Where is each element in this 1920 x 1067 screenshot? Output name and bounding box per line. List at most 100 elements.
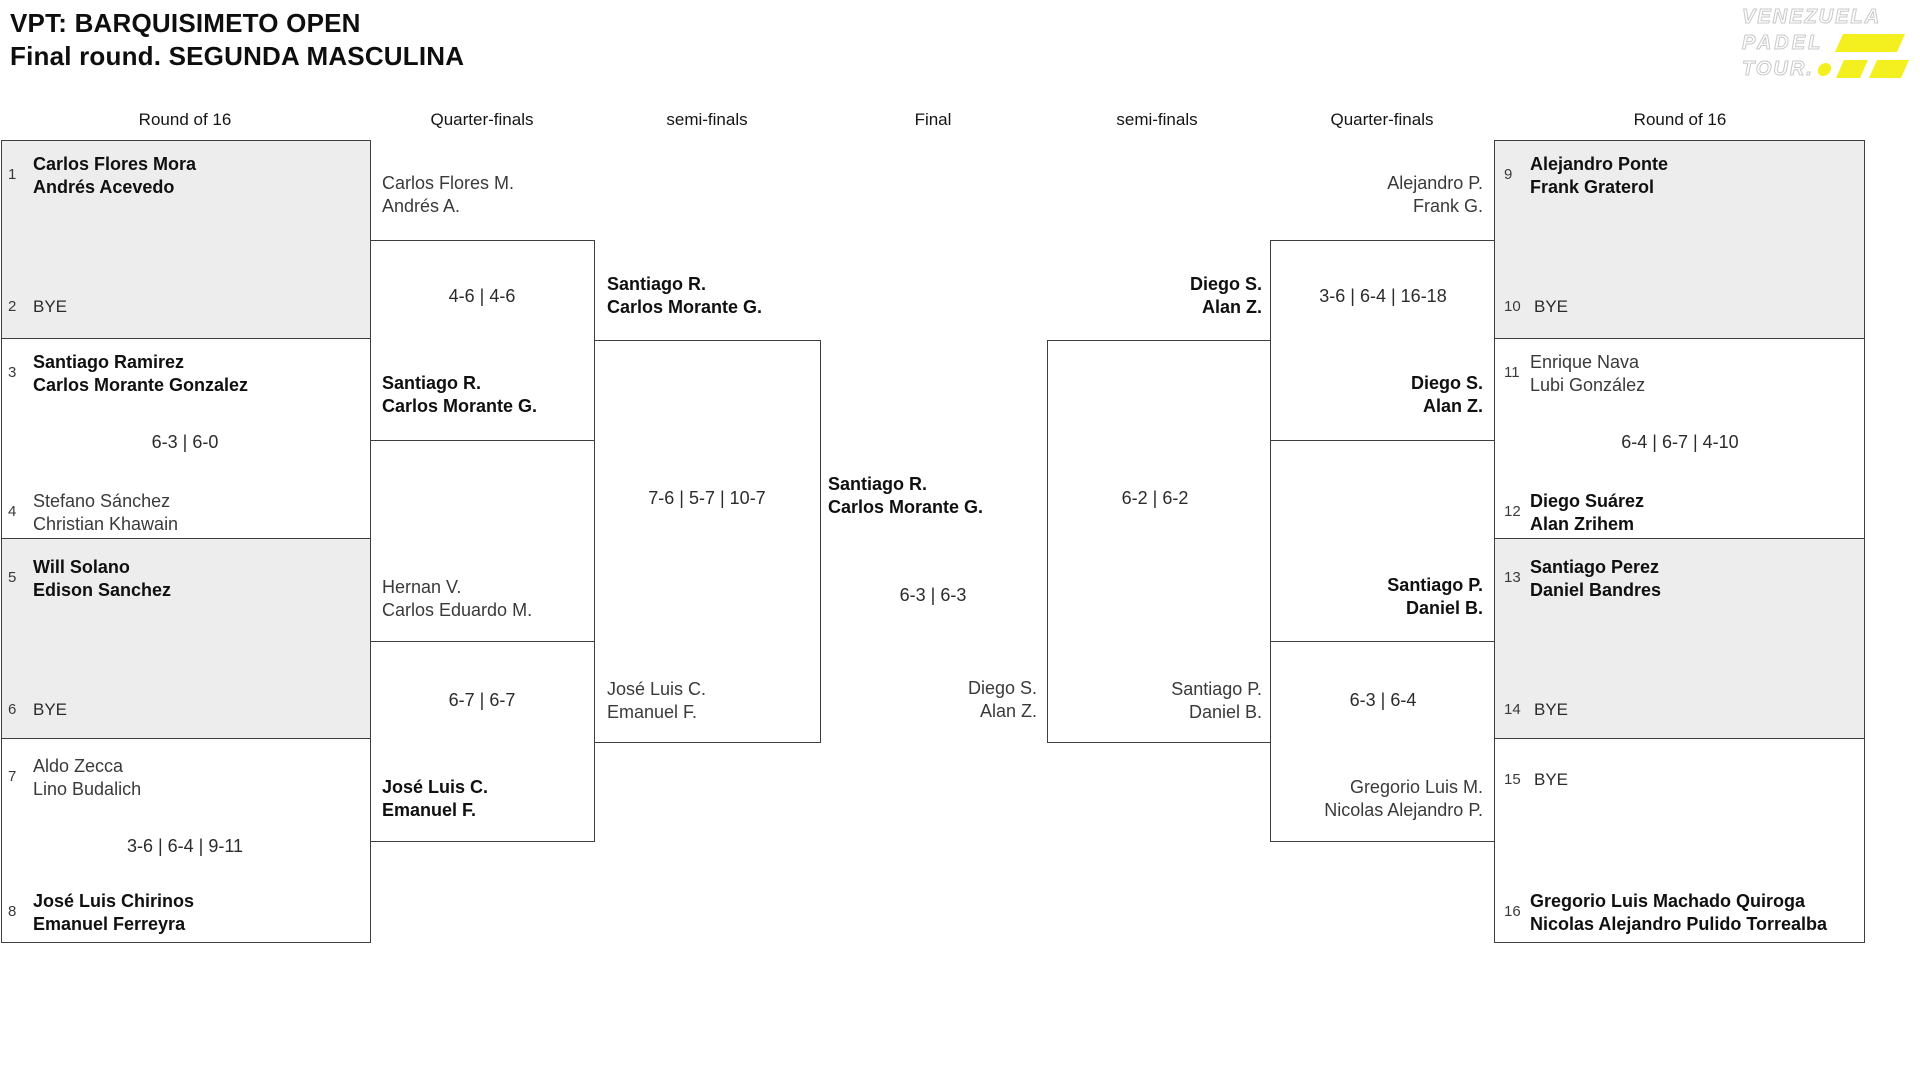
bye-label: BYE: [33, 700, 68, 719]
match-score: 6-3 | 6-0: [151, 432, 219, 452]
match-box-sf-right: [1047, 340, 1271, 743]
player-name: Andrés Acevedo: [33, 177, 175, 197]
player-name: Enrique Nava: [1530, 352, 1640, 372]
player-name: Gregorio Luis M.: [1349, 777, 1483, 797]
player-name: Santiago R.: [828, 474, 928, 494]
team-sf-right-winner: Diego S. Alan Z.: [1048, 273, 1262, 319]
player-name: Carlos Morante G.: [382, 396, 538, 416]
column-header-semifinals-left: semi-finals: [666, 110, 748, 129]
team-r16-left-seed7: Aldo Zecca Lino Budalich: [33, 755, 141, 801]
match-box-r16-right-1: [1495, 141, 1864, 339]
logo-bar-icon: [1835, 60, 1868, 78]
team-r16-right-seed12: Diego Suárez Alan Zrihem: [1530, 490, 1644, 536]
player-name: Stefano Sánchez: [33, 491, 171, 511]
team-r16-left-seed8: José Luis Chirinos Emanuel Ferreyra: [33, 890, 194, 936]
match-score: 6-2 | 6-2: [1121, 488, 1189, 508]
player-name: Santiago P.: [1387, 575, 1483, 595]
team-final-winner: Santiago R. Carlos Morante G.: [828, 473, 983, 519]
logo-tour-text: TOUR.: [1742, 57, 1814, 80]
logo-padel-text: PADEL: [1741, 31, 1824, 54]
team-r16-right-seed11: Enrique Nava Lubi González: [1530, 351, 1645, 397]
round16-left-column-box: [1, 140, 371, 943]
logo-venezuela-text: VENEZUELA: [1741, 5, 1882, 28]
team-sf-left-winner: Santiago R. Carlos Morante G.: [607, 273, 762, 319]
match-score: 3-6 | 6-4 | 16-18: [1319, 286, 1447, 306]
seed-number: 14: [1504, 701, 1521, 718]
player-name: Daniel B.: [1188, 702, 1262, 722]
player-name: Lubi González: [1530, 375, 1646, 395]
player-name: Gregorio Luis Machado Quiroga: [1530, 891, 1806, 911]
bye-label: BYE: [1534, 700, 1569, 719]
player-name: Christian Khawain: [33, 514, 179, 534]
player-name: Carlos Morante G.: [828, 497, 984, 517]
player-name: Alejandro P.: [1387, 173, 1483, 193]
player-name: Alejandro Ponte: [1530, 154, 1669, 174]
player-name: Alan Zrihem: [1530, 514, 1635, 534]
logo-bar-icon: [1835, 34, 1906, 52]
column-header-quarterfinals-right: Quarter-finals: [1330, 110, 1434, 129]
team-final-loser: Diego S. Alan Z.: [837, 677, 1037, 723]
team-r16-left-seed3: Santiago Ramirez Carlos Morante Gonzalez: [33, 351, 248, 397]
player-name: Daniel Bandres: [1530, 580, 1662, 600]
match-score: 3-6 | 6-4 | 9-11: [126, 836, 244, 856]
player-name: Alan Z.: [1201, 297, 1262, 317]
player-name: Alan Z.: [979, 701, 1037, 721]
player-name: Daniel B.: [1405, 598, 1483, 618]
team-r16-right-seed16: Gregorio Luis Machado Quiroga Nicolas Al…: [1530, 890, 1827, 936]
team-r16-right-seed13: Santiago Perez Daniel Bandres: [1530, 556, 1661, 602]
tournament-title: VPT: BARQUISIMETO OPEN: [10, 8, 361, 38]
vpt-logo: VENEZUELA PADEL TOUR.: [1741, 4, 1912, 82]
player-name: José Luis C.: [607, 679, 707, 699]
seed-number: 12: [1504, 503, 1521, 520]
player-name: José Luis C.: [382, 777, 489, 797]
player-name: Diego S.: [967, 678, 1037, 698]
team-qf-right-1b-winner: Diego S. Alan Z.: [1283, 372, 1483, 418]
seed-number: 10: [1504, 298, 1521, 315]
column-header-semifinals-right: semi-finals: [1116, 110, 1198, 129]
logo-bar-icon: [1868, 60, 1909, 78]
seed-number: 16: [1504, 903, 1521, 920]
match-box-qf-right-1: [1270, 240, 1495, 441]
player-name: Santiago Ramirez: [33, 352, 185, 372]
player-name: Frank G.: [1412, 196, 1483, 216]
team-r16-left-seed4: Stefano Sánchez Christian Khawain: [33, 490, 178, 536]
bye-label: BYE: [1534, 770, 1569, 789]
team-sf-left-loser: José Luis C. Emanuel F.: [607, 678, 706, 724]
team-qf-right-2a-winner: Santiago P. Daniel B.: [1283, 574, 1483, 620]
player-name: Andrés A.: [382, 196, 461, 216]
seed-number: 6: [8, 701, 17, 718]
player-name: Frank Graterol: [1530, 177, 1655, 197]
match-box-sf-left: [594, 340, 821, 743]
player-name: Edison Sanchez: [33, 580, 172, 600]
player-name: Nicolas Alejandro Pulido Torrealba: [1530, 914, 1828, 934]
column-header-final: Final: [914, 110, 952, 129]
logo-row-1: VENEZUELA: [1741, 4, 1912, 30]
seed-number: 7: [8, 768, 17, 785]
player-name: Santiago P.: [1171, 679, 1262, 699]
seed-number: 11: [1504, 364, 1520, 381]
team-qf-left-2a: Hernan V. Carlos Eduardo M.: [382, 576, 532, 622]
seed-number: 1: [8, 166, 17, 183]
player-name: Nicolas Alejandro P.: [1324, 800, 1483, 820]
player-name: Alan Z.: [1422, 396, 1483, 416]
match-box-r16-left-2: [2, 339, 370, 539]
seed-number: 5: [8, 569, 17, 586]
team-sf-right-loser: Santiago P. Daniel B.: [1048, 678, 1262, 724]
round16-right-column-box: [1494, 140, 1865, 943]
match-box-r16-right-3: [1495, 539, 1864, 739]
player-name: Emanuel F.: [607, 702, 698, 722]
team-r16-left-seed1: Carlos Flores Mora Andrés Acevedo: [33, 153, 196, 199]
player-name: Santiago Perez: [1530, 557, 1660, 577]
player-name: Emanuel Ferreyra: [33, 914, 186, 934]
bye-label: BYE: [33, 297, 68, 316]
page-title: VPT: BARQUISIMETO OPEN Final round. SEGU…: [10, 7, 464, 73]
team-r16-left-seed5: Will Solano Edison Sanchez: [33, 556, 171, 602]
player-name: Will Solano: [33, 557, 130, 577]
match-box-r16-right-2: [1495, 339, 1864, 539]
match-box-qf-right-2: [1270, 641, 1495, 842]
player-name: Carlos Flores M.: [382, 173, 515, 193]
seed-number: 3: [8, 364, 17, 381]
seed-number: 15: [1504, 771, 1521, 788]
logo-dot-icon: [1816, 62, 1833, 76]
